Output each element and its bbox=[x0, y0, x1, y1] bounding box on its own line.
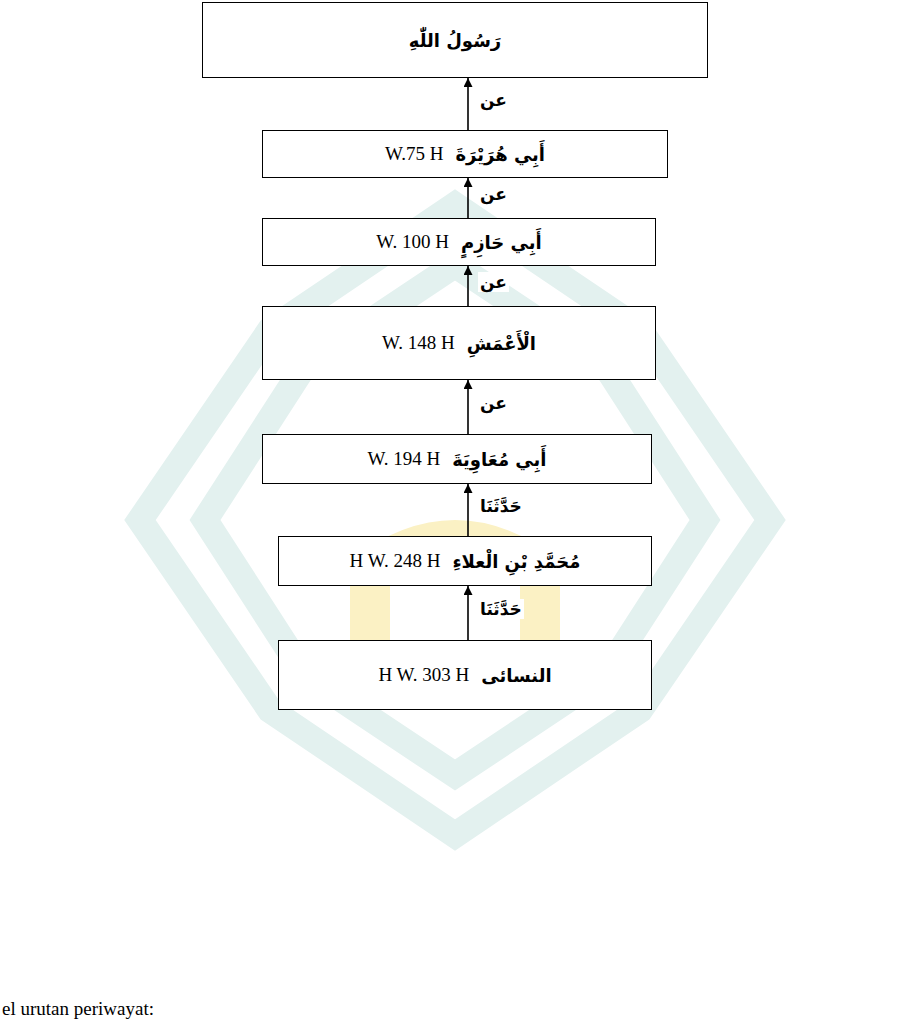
death-year: W.75 H bbox=[385, 143, 443, 165]
transmission-term: عن bbox=[478, 184, 509, 204]
transmission-arrow bbox=[467, 380, 469, 434]
narrator-name: رَسُولُ اللّٰهِ bbox=[409, 30, 501, 51]
narrator-box: أَبِي مُعَاوِيَةَ W. 194 H bbox=[262, 434, 652, 484]
narrator-box: أَبِي هُرَيْرَةَ W.75 H bbox=[262, 130, 668, 178]
narrator-name: أَبِي مُعَاوِيَةَ bbox=[452, 449, 546, 470]
narrator-name: أَبِي حَازِمٍ bbox=[461, 232, 542, 253]
death-year: H W. 248 H bbox=[350, 550, 441, 572]
transmission-arrow bbox=[467, 586, 469, 640]
transmission-arrow bbox=[467, 484, 469, 536]
transmission-term: حَدَّثَنَا bbox=[478, 599, 524, 619]
transmission-term: حَدَّثَنَا bbox=[478, 496, 524, 516]
death-year: W. 148 H bbox=[382, 332, 455, 354]
narrator-name: النسائى bbox=[481, 665, 551, 686]
death-year: W. 194 H bbox=[368, 448, 441, 470]
narrator-name: الْأَعْمَشِ bbox=[467, 333, 536, 354]
transmission-arrow bbox=[467, 78, 469, 130]
transmission-arrow bbox=[467, 178, 469, 218]
transmission-arrow bbox=[467, 266, 469, 306]
death-year: H W. 303 H bbox=[378, 664, 469, 686]
transmission-term: عن bbox=[478, 393, 509, 413]
transmission-term: عن bbox=[478, 272, 509, 292]
narrator-box: الْأَعْمَشِ W. 148 H bbox=[262, 306, 656, 380]
table-caption: el urutan periwayat: bbox=[2, 998, 154, 1020]
narrator-box: النسائى H W. 303 H bbox=[278, 640, 652, 710]
narrator-box: أَبِي حَازِمٍ W. 100 H bbox=[262, 218, 656, 266]
narrator-name: أَبِي هُرَيْرَةَ bbox=[455, 144, 545, 165]
death-year: W. 100 H bbox=[376, 231, 449, 253]
narrator-box: مُحَمَّدِ بْنِ الْعلاءِ H W. 248 H bbox=[278, 536, 652, 586]
narrator-box: رَسُولُ اللّٰهِ bbox=[202, 2, 708, 78]
transmission-term: عن bbox=[478, 90, 509, 110]
narrator-name: مُحَمَّدِ بْنِ الْعلاءِ bbox=[452, 551, 580, 572]
watermark-star bbox=[140, 205, 770, 835]
